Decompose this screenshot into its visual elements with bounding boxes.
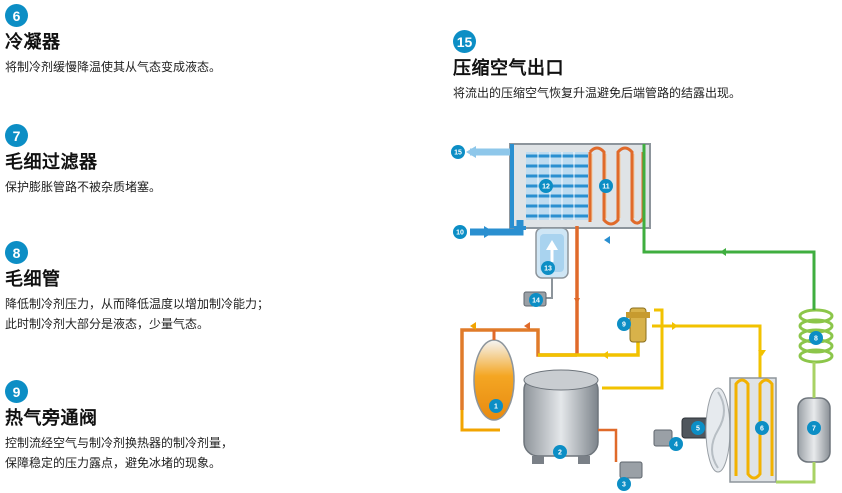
item-description: 保护膨胀管路不被杂质堵塞。 (5, 177, 161, 197)
svg-text:15: 15 (454, 150, 462, 157)
condenser-unit (729, 377, 777, 483)
item-title: 毛细过滤器 (5, 152, 98, 173)
svg-text:8: 8 (814, 336, 818, 343)
svg-text:10: 10 (456, 230, 464, 237)
diagram-label-5: 5 (691, 421, 705, 435)
diagram-label-4: 4 (669, 437, 683, 451)
desc-line: 此时制冷剂大部分是液态，少量气态。 (5, 317, 210, 331)
item-title: 冷凝器 (5, 32, 61, 53)
svg-text:5: 5 (696, 426, 700, 433)
pressure-switch (619, 461, 643, 479)
diagram-label-2: 2 (553, 445, 567, 459)
item-air-outlet: 15 压缩空气出口 将流出的压缩空气恢复升温避免后端管路的结露出现。 (453, 30, 741, 103)
diagram-label-15: 15 (451, 145, 465, 159)
svg-text:2: 2 (558, 450, 562, 457)
diagram-label-6: 6 (755, 421, 769, 435)
svg-text:1: 1 (494, 404, 498, 411)
svg-text:14: 14 (532, 298, 540, 305)
diagram-label-8: 8 (809, 331, 823, 345)
item-capillary-filter: 7 毛细过滤器 保护膨胀管路不被杂质堵塞。 (5, 124, 161, 197)
desc-line: 保障稳定的压力露点，避免冰堵的现象。 (5, 456, 222, 470)
desc-line: 控制流经空气与制冷剂换热器的制冷剂量， (5, 436, 234, 450)
svg-text:4: 4 (674, 442, 678, 449)
svg-text:7: 7 (812, 426, 816, 433)
svg-text:6: 6 (760, 426, 764, 433)
item-capillary-tube: 8 毛细管 降低制冷剂压力，从而降低温度以增加制冷能力； 此时制冷剂大部分是液态… (5, 241, 269, 334)
diagram-label-12: 12 (539, 179, 553, 193)
svg-text:9: 9 (622, 322, 626, 329)
suction-line (642, 144, 816, 310)
item-description: 将制冷剂缓慢降温使其从气态变成液态。 (5, 57, 221, 77)
number-badge: 7 (5, 124, 28, 147)
air-refrigerant-coil (588, 146, 645, 226)
diagram-label-9: 9 (617, 317, 631, 331)
diagram-label-10: 10 (453, 225, 467, 239)
air-to-air-exchanger-core (526, 152, 588, 220)
number-badge: 9 (5, 380, 28, 403)
desc-line: 降低制冷剂压力，从而降低温度以增加制冷能力； (5, 297, 270, 311)
item-description: 将流出的压缩空气恢复升温避免后端管路的结露出现。 (453, 83, 741, 103)
item-condenser: 6 冷凝器 将制冷剂缓慢降温使其从气态变成液态。 (5, 4, 221, 77)
diagram-label-14: 14 (529, 293, 543, 307)
number-badge: 8 (5, 241, 28, 264)
svg-text:13: 13 (544, 266, 552, 273)
fan-pressure-switch (653, 429, 673, 447)
desc-line: 将流出的压缩空气恢复升温避免后端管路的结露出现。 (453, 86, 742, 100)
desc-line: 保护膨胀管路不被杂质堵塞。 (5, 180, 162, 194)
item-hot-gas-bypass-valve: 9 热气旁通阀 控制流经空气与制冷剂换热器的制冷剂量， 保障稳定的压力露点，避免… (5, 380, 233, 473)
number-badge: 6 (5, 4, 28, 27)
svg-text:12: 12 (542, 184, 550, 191)
refrigerated-dryer-diagram: 15 10 12 11 13 14 9 1 2 3 4 5 6 7 8 (451, 143, 834, 491)
compressor (523, 369, 599, 464)
diagram-label-11: 11 (599, 179, 613, 193)
diagram-label-7: 7 (807, 421, 821, 435)
fan-blades (705, 387, 731, 473)
number-badge: 15 (453, 30, 476, 53)
item-title: 压缩空气出口 (453, 58, 564, 79)
svg-text:11: 11 (602, 184, 610, 191)
svg-text:3: 3 (622, 482, 626, 489)
diagram-label-3: 3 (617, 477, 631, 491)
item-title: 热气旁通阀 (5, 408, 98, 429)
diagram-label-13: 13 (541, 261, 555, 275)
item-description: 控制流经空气与制冷剂换热器的制冷剂量， 保障稳定的压力露点，避免冰堵的现象。 (5, 433, 233, 473)
desc-line: 将制冷剂缓慢降温使其从气态变成液态。 (5, 60, 222, 74)
item-description: 降低制冷剂压力，从而降低温度以增加制冷能力； 此时制冷剂大部分是液态，少量气态。 (5, 294, 269, 334)
item-title: 毛细管 (5, 269, 61, 290)
diagram-label-1: 1 (489, 399, 503, 413)
